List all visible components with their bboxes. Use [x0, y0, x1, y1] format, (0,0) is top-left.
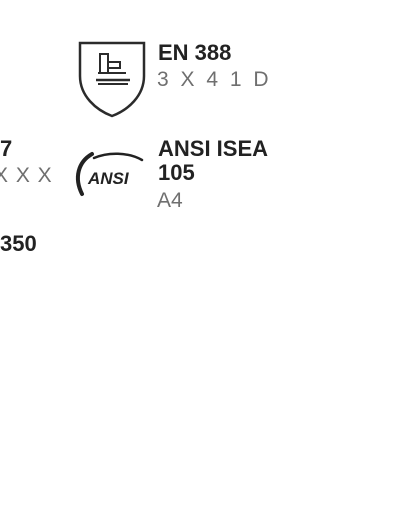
ansi-title-line2: 105	[158, 160, 195, 185]
left-standard-code-fragment: X X X	[0, 164, 53, 187]
ansi-code: A4	[157, 189, 183, 212]
left-standard-value-fragment: 350	[0, 231, 37, 256]
ansi-logo-icon: ANSI	[70, 150, 150, 200]
ansi-logo-text: ANSI	[87, 169, 130, 188]
left-standard-title-fragment: 7	[0, 136, 13, 161]
ansi-title-line1: ANSI ISEA	[158, 136, 269, 161]
en388-title: EN 388	[158, 40, 232, 65]
en388-glove-shield-icon	[76, 40, 148, 118]
en388-code: 3 X 4 1 D	[157, 68, 272, 91]
